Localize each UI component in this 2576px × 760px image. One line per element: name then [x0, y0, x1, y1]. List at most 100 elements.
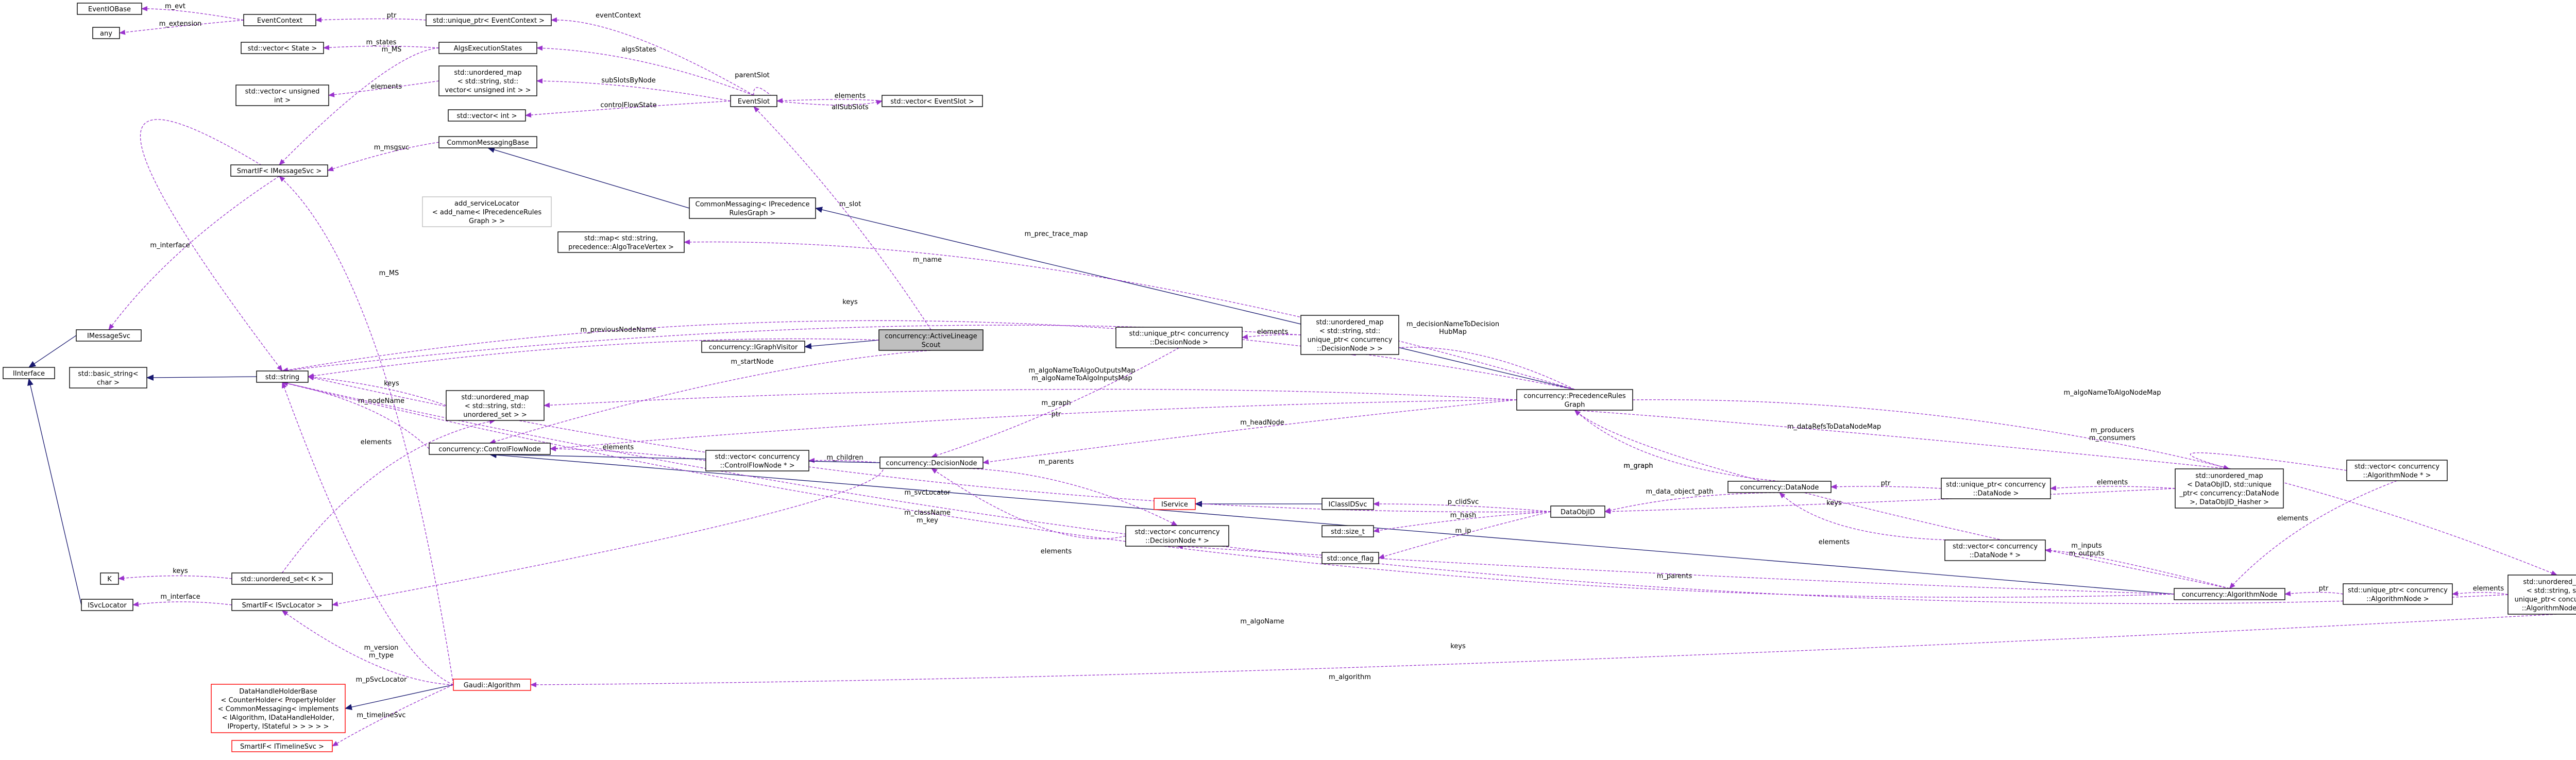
- class-node-label: std::vector< EventSlot >: [890, 98, 974, 106]
- class-node-datahandleholderbase[interactable]: DataHandleHolderBase< CounterHolder< Pro…: [211, 684, 346, 733]
- class-node-label: < std::string, std::: [465, 402, 526, 410]
- class-node-vector-algorithmnode[interactable]: std::vector< concurrency::AlgorithmNode …: [2346, 460, 2448, 481]
- class-node-once-flag[interactable]: std::once_flag: [1321, 552, 1379, 564]
- class-node-unordered-set-k[interactable]: std::unordered_set< K >: [231, 572, 333, 585]
- class-node-label: std::vector< State >: [248, 45, 317, 53]
- class-node-label: vector< unsigned int > >: [445, 87, 531, 94]
- class-node-label: ::DataNode >: [1973, 490, 2019, 498]
- edge-label-m-classname-m-key: m_className: [904, 509, 951, 517]
- edge-unordered-map-dataobjid-to-unique-ptr-datanode: [2050, 485, 2176, 491]
- class-node-basic-string-char[interactable]: std::basic_string<char >: [69, 367, 147, 389]
- edge-unique-ptr-algorithmnode-to-algorithmnode: [2284, 591, 2344, 596]
- class-node-controlflownode[interactable]: concurrency::ControlFlowNode: [429, 443, 551, 455]
- edge-activelineage-to-std-string: [308, 338, 879, 379]
- edge-label-m-classname-m-key: m_key: [917, 517, 938, 525]
- class-node-vector-datanode[interactable]: std::vector< concurrency::DataNode * >: [1944, 539, 2046, 561]
- edge-label-m-interface: m_interface: [150, 242, 190, 249]
- edge-decisionnode-to-smartif-isvclocator: [332, 462, 884, 606]
- edge-unique-ptr-datanode-to-datanode: [1831, 484, 1942, 489]
- class-node-unordered-map-algorithmnode[interactable]: std::unordered_map< std::string, std::un…: [2507, 575, 2576, 615]
- class-node-label: ::DecisionNode * >: [1145, 537, 1209, 545]
- class-node-std-string[interactable]: std::string: [256, 370, 309, 383]
- class-node-label: Scout: [922, 342, 941, 349]
- class-node-unique-ptr-datanode[interactable]: std::unique_ptr< concurrency::DataNode >: [1941, 478, 2051, 499]
- class-node-commonmessagingbase[interactable]: CommonMessagingBase: [438, 136, 537, 148]
- class-node-unique-ptr-decisionnode[interactable]: std::unique_ptr< concurrency::DecisionNo…: [1115, 327, 1243, 348]
- class-node-decisionnode[interactable]: concurrency::DecisionNode: [879, 457, 984, 469]
- class-node-label: std::once_flag: [1327, 555, 1374, 563]
- class-node-label: _ptr< concurrency::DataNode: [2179, 490, 2279, 498]
- edge-label-elements: elements: [1041, 548, 1072, 555]
- class-node-label: std::map< std::string,: [584, 235, 658, 243]
- edge-unordered-map-algorithmnode-to-gaudi-algorithm: [530, 614, 2557, 687]
- class-node-label: Graph > >: [469, 217, 505, 225]
- class-node-label: concurrency::IGraphVisitor: [709, 344, 798, 351]
- edge-label-m-inputs-outputs: m_outputs: [2069, 550, 2105, 558]
- class-node-imessagesvc[interactable]: IMessageSvc: [76, 329, 142, 342]
- class-node-dataobjid[interactable]: DataObjID: [1550, 505, 1605, 518]
- class-node-unordered-map-decisionnode[interactable]: std::unordered_map< std::string, std::un…: [1300, 315, 1399, 355]
- class-node-label: < CommonMessaging< implements: [218, 705, 339, 713]
- class-node-label: std::unordered_map: [454, 69, 521, 77]
- class-node-eventiobase[interactable]: EventIOBase: [77, 3, 142, 15]
- class-node-smartif-itimelinesvc[interactable]: SmartIF< ITimelineSvc >: [231, 740, 333, 752]
- class-node-k[interactable]: K: [100, 572, 119, 585]
- class-node-iinterface[interactable]: IInterface: [3, 367, 55, 379]
- class-node-any[interactable]: any: [92, 27, 120, 39]
- edge-eventslot-to-unordered-map-string-vector: [536, 78, 731, 102]
- edge-algsexecutionstates-to-smartif-imessagesvc: [279, 47, 439, 165]
- class-node-eventcontext[interactable]: EventContext: [243, 14, 316, 26]
- class-node-smartif-isvclocator[interactable]: SmartIF< ISvcLocator >: [231, 599, 333, 611]
- edge-label-m-prec-trace-map: m_prec_trace_map: [1024, 230, 1088, 238]
- edge-smartif-imessagesvc-to-std-string: [140, 119, 283, 371]
- edge-unordered-map-string-vector-to-vector-unsigned-int: [328, 80, 439, 97]
- class-node-igraphvisitor[interactable]: concurrency::IGraphVisitor: [701, 341, 805, 353]
- class-node-map-string-algotracevertex[interactable]: std::map< std::string,precedence::AlgoTr…: [557, 231, 685, 253]
- class-node-gaudi-algorithm[interactable]: Gaudi::Algorithm: [453, 679, 531, 691]
- class-node-smartif-imessagesvc[interactable]: SmartIF< IMessageSvc >: [230, 164, 328, 177]
- class-node-algsexecutionstates[interactable]: AlgsExecutionStates: [438, 42, 537, 54]
- edge-label-controlflowstate: controlFlowState: [600, 102, 656, 109]
- edge-label-m-headnode: m_headNode: [1240, 419, 1284, 427]
- class-node-iservice[interactable]: IService: [1154, 498, 1196, 510]
- class-node-unordered-map-dataobjid[interactable]: std::unordered_map< DataObjID, std::uniq…: [2175, 468, 2284, 509]
- class-node-vector-int[interactable]: std::vector< int >: [448, 109, 526, 122]
- class-node-unordered-map-string-vector[interactable]: std::unordered_map< std::string, std::ve…: [438, 65, 537, 96]
- edge-label-m-children: m_children: [826, 454, 863, 462]
- class-node-label: IMessageSvc: [87, 332, 130, 340]
- class-node-vector-state[interactable]: std::vector< State >: [241, 42, 324, 54]
- edge-label-m-graph: m_graph: [1041, 399, 1071, 407]
- edge-activelineage-to-igraphvisitor: [804, 340, 879, 349]
- class-node-vector-eventslot[interactable]: std::vector< EventSlot >: [882, 95, 983, 107]
- class-node-unique-ptr-eventcontext[interactable]: std::unique_ptr< EventContext >: [426, 14, 552, 26]
- edge-label-m-interface: m_interface: [160, 593, 200, 601]
- edge-commonmessaging-iprecedence-to-commonmessagingbase: [487, 146, 690, 209]
- class-node-vector-decisionnode[interactable]: std::vector< concurrency::DecisionNode *…: [1125, 525, 1229, 547]
- class-node-algorithmnode[interactable]: concurrency::AlgorithmNode: [2174, 588, 2285, 600]
- edge-label-algsstates: algsStates: [621, 46, 656, 54]
- class-node-vector-controlflownode[interactable]: std::vector< concurrency::ControlFlowNod…: [705, 450, 809, 471]
- class-node-label: EventIOBase: [88, 6, 131, 13]
- edge-smartif-isvclocator-to-isvclocator: [132, 601, 232, 607]
- class-node-unordered-map-string-unordered-set[interactable]: std::unordered_map< std::string, std::un…: [446, 390, 545, 421]
- class-node-label: ::AlgorithmNode > >: [2522, 605, 2576, 613]
- edge-label-keys: keys: [1826, 499, 1842, 507]
- class-node-label: AlgsExecutionStates: [454, 45, 522, 53]
- class-node-size-t[interactable]: std::size_t: [1321, 525, 1374, 537]
- class-node-iclassidsvc[interactable]: IClassIDSvc: [1321, 498, 1374, 510]
- class-node-label: < IAlgorithm, IDataHandleHolder,: [222, 714, 335, 722]
- edge-label-elements: elements: [1819, 538, 1850, 546]
- class-node-add-servicelocator[interactable]: add_serviceLocator< add_name< IPrecedenc…: [422, 196, 552, 227]
- class-node-eventslot[interactable]: EventSlot: [730, 95, 777, 107]
- class-node-unique-ptr-algorithmnode[interactable]: std::unique_ptr< concurrency::AlgorithmN…: [2343, 583, 2453, 605]
- class-node-datanode[interactable]: concurrency::DataNode: [1727, 481, 1832, 493]
- edge-precedencerulesgraph-to-unordered-map-algorithmnode: [1632, 399, 2557, 576]
- edge-label-m-decisionnametodecision-hubmap: m_decisionNameToDecision: [1406, 320, 1499, 328]
- edge-label-eventcontext: eventContext: [596, 12, 641, 20]
- class-node-isvclocator[interactable]: ISvcLocator: [81, 599, 133, 611]
